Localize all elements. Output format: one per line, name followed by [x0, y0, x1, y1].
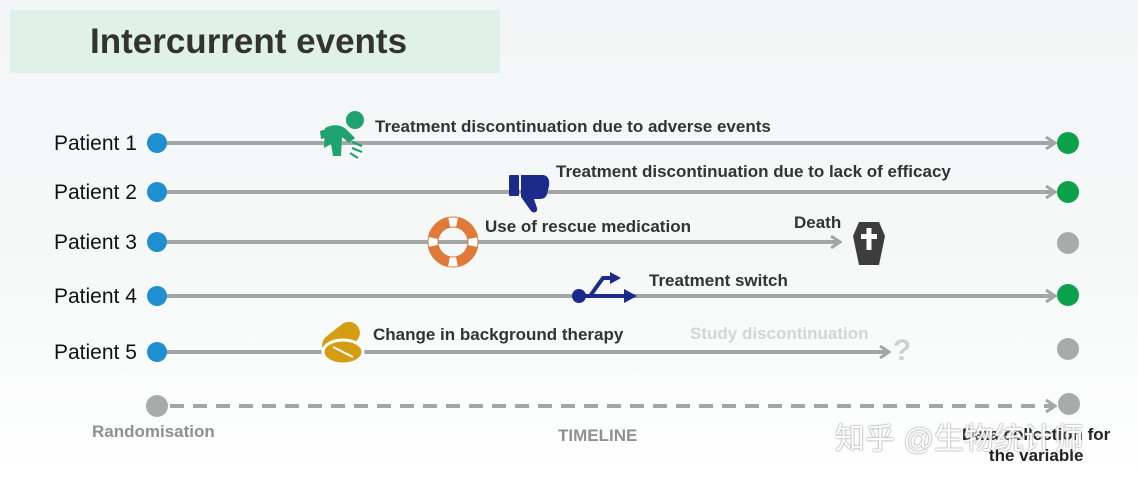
patient-2-start-dot: [147, 182, 167, 202]
randomisation-label: Randomisation: [92, 422, 215, 441]
patient-3-end-dot: [1057, 232, 1079, 254]
patient-1-start-dot: [147, 133, 167, 153]
switch-arrows-icon: [572, 272, 637, 303]
question-mark-icon: ?: [893, 334, 911, 367]
patient-5-label: Patient 5: [54, 341, 137, 364]
data-collection-label-line2: the variable: [988, 446, 1084, 465]
patient-1-label: Patient 1: [54, 132, 137, 155]
lifebuoy-icon: [427, 216, 479, 268]
patient-3-death-label: Death: [794, 213, 842, 232]
patient-4-label: Patient 4: [54, 285, 137, 308]
data-collection-label-line1: Data collection for: [962, 425, 1111, 444]
patient-2-event-label: Treatment discontinuation due to lack of…: [556, 162, 951, 181]
patient-2-label: Patient 2: [54, 181, 137, 204]
watermark: 知乎 @生物统计师: [835, 423, 1084, 456]
thumbs-down-icon: [509, 175, 550, 213]
randomisation-dot: [146, 395, 168, 417]
patient-3-label: Patient 3: [54, 231, 137, 254]
timeline-label: TIMELINE: [558, 426, 638, 445]
patient-5-end-dot: [1057, 338, 1079, 360]
title-banner: [10, 10, 500, 73]
patient-4-event-label: Treatment switch: [649, 271, 788, 290]
patient-3-start-dot: [147, 232, 167, 252]
coffin-icon: [853, 222, 885, 265]
pills-icon: [321, 321, 365, 366]
patient-2-end-dot: [1057, 181, 1079, 203]
patient-4-start-dot: [147, 286, 167, 306]
person-pain-icon: [320, 111, 364, 159]
patient-5-start-dot: [147, 342, 167, 362]
patient-3-event-label: Use of rescue medication: [485, 217, 691, 236]
data-collection-label: Data collection for the variable: [962, 424, 1110, 466]
patient-1-end-dot: [1057, 132, 1079, 154]
patient-5-event-label: Change in background therapy: [373, 325, 624, 344]
patient-1-event-label: Treatment discontinuation due to adverse…: [375, 117, 771, 136]
patient-4-end-dot: [1057, 284, 1079, 306]
page-title: Intercurrent events: [90, 22, 408, 61]
patient-5-study-discontinuation-label: Study discontinuation: [690, 324, 869, 343]
timeline-end-dot: [1058, 393, 1080, 415]
